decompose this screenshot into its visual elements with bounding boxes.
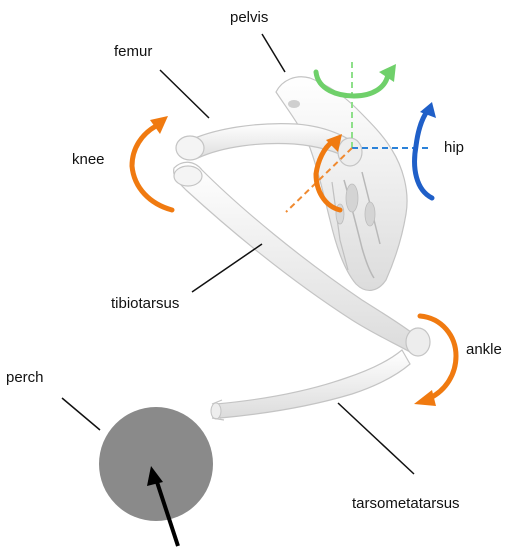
hip-roll-rotation-arrow	[415, 102, 436, 198]
perch-label: perch	[6, 369, 44, 386]
tibiotarsus-label: tibiotarsus	[111, 295, 179, 312]
ankle-label: ankle	[466, 341, 502, 358]
femur-label: femur	[114, 43, 152, 60]
perch-circle	[99, 407, 213, 521]
pelvis-label: pelvis	[230, 9, 268, 26]
knee-rotation-arrow	[132, 116, 172, 210]
hip-label: hip	[444, 139, 464, 156]
perch-leader-line	[62, 398, 100, 430]
femur-leader-line	[160, 70, 209, 118]
pelvis-leader-line	[262, 34, 285, 72]
knee-label: knee	[72, 151, 105, 168]
tarsometatarsus-leader-line	[338, 403, 414, 474]
tarsometatarsus-bone	[211, 350, 410, 420]
tibiotarsus-leader-line	[192, 244, 262, 292]
hip-yaw-rotation-arrow	[316, 64, 396, 96]
tarsometatarsus-label: tarsometatarsus	[352, 495, 460, 512]
